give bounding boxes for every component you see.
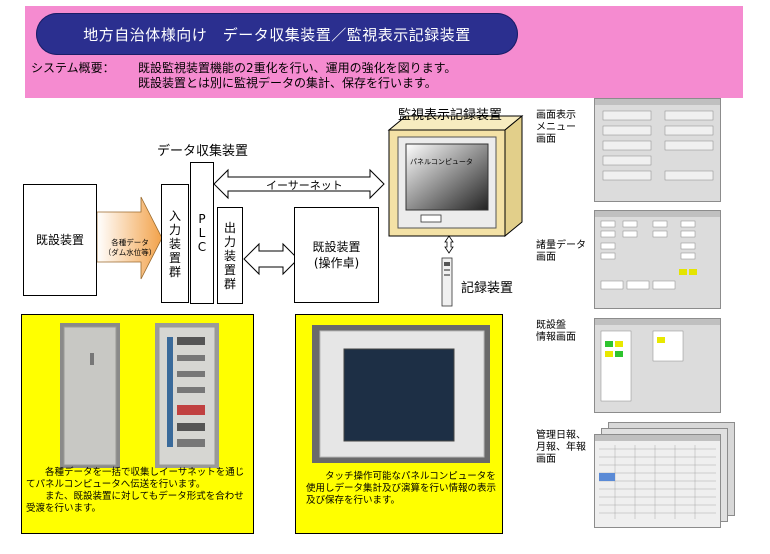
page-title: 地方自治体様向け データ収集装置／監視表示記録装置 [83,25,471,44]
panel-computer-photo [312,325,490,463]
panel-slot [420,214,442,223]
ethernet-arrow [213,168,385,200]
right-caption: タッチ操作可能なパネルコンピュータを使用しデータ集計及び演算を行い情報の表示及び… [306,471,497,506]
existing-device-label: 既設装置 [35,233,84,247]
overview-line-2: 既設装置とは別に監視データの集計、保存を行います。 [138,76,437,90]
title-pill: 地方自治体様向け データ収集装置／監視表示記録装置 [36,13,518,55]
cabinet-photos [60,323,219,468]
recorder-body [441,257,453,307]
recorder-link-arrow [444,235,454,254]
data-collection-label: データ収集装置 [157,144,249,159]
panel-computer-label: パネルコンピュータ [410,158,473,166]
input-device-group: 入 力 装 置 群 [161,184,189,303]
output-arrow [243,242,299,276]
panel-screen [405,143,489,211]
monitor-title-label: 監視表示記録装置 [398,108,503,123]
cabinet-side [504,114,523,238]
quantity-screen-thumbnail [594,210,721,309]
left-caption-2: また、既設装置に対してもデータ形式を合わせ受渡を行います。 [26,491,244,514]
menu-screen-thumbnail [594,98,721,202]
report-screen-thumbnail-front [594,434,721,528]
arrow-label: 各種データ （ダム水位等） [103,238,157,257]
plc-box: P L C [190,162,214,304]
input-arrow [96,196,163,280]
report-screen-label: 管理日報、 月報、年報 画面 [536,430,586,465]
existing-panel-screen-label: 既設盤 情報画面 [536,320,576,343]
existing-panel-screen-thumbnail [594,318,721,413]
menu-screen-label: 画面表示 メニュー 画面 [536,110,576,145]
left-caption-1: 各種データを一括で収集しイーサネットを通じてパネルコンピュータへ伝送を行います。 [26,467,245,490]
existing-console-box: 既設装置 (操作卓) [294,207,379,303]
recorder-label: 記録装置 [461,281,514,296]
output-device-group: 出 力 装 置 群 [217,207,243,304]
left-info-panel: 各種データを一括で収集しイーサネットを通じてパネルコンピュータへ伝送を行います。… [21,314,254,534]
overview-line-1: 既設監視装置機能の2重化を行い、運用の強化を図ります。 [138,61,457,75]
ethernet-label: イーサーネット [266,179,343,192]
quantity-screen-label: 諸量データ 画面 [536,240,586,263]
existing-device-box: 既設装置 [23,184,97,296]
right-info-panel: タッチ操作可能なパネルコンピュータを使用しデータ集計及び演算を行い情報の表示及び… [295,314,503,534]
overview-label: システム概要： [31,61,115,75]
